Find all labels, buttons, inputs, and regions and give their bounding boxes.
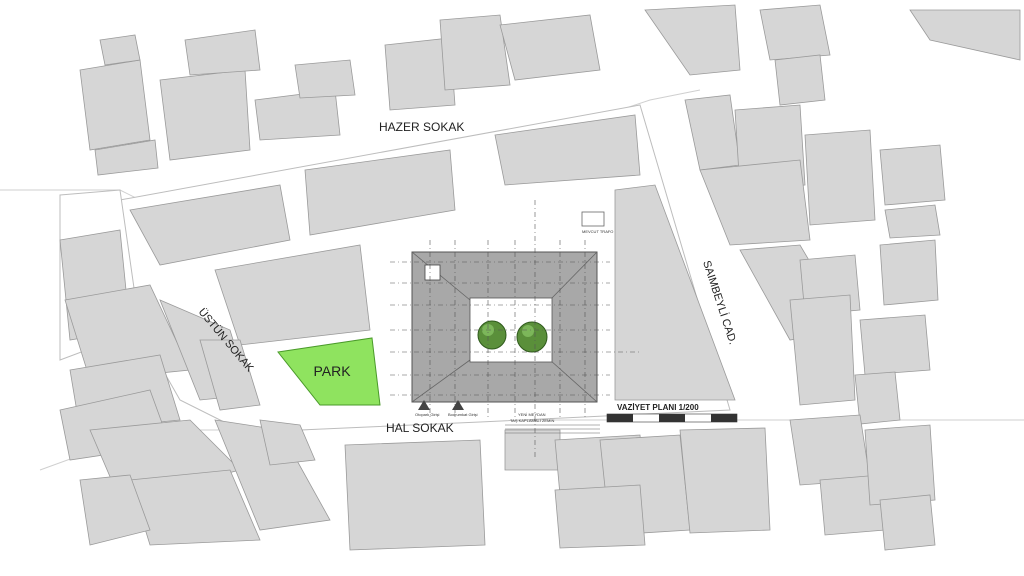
steps xyxy=(505,424,600,434)
tree-icon xyxy=(516,321,548,353)
park: PARK xyxy=(277,337,381,406)
square-note: YENİ MEYDAN xyxy=(518,412,546,417)
tree-icon xyxy=(477,320,507,350)
main-building xyxy=(411,251,598,403)
park-label: PARK xyxy=(313,363,351,379)
entry-marker-icon xyxy=(452,400,464,410)
buildings xyxy=(59,4,1021,551)
street-label-north: HAZER SOKAK xyxy=(379,120,464,134)
paving-note: TAŞ KAPLAMALI ZEMİN xyxy=(510,418,554,423)
scale-bar xyxy=(606,413,738,423)
plan-title: VAZİYET PLANI 1/200 xyxy=(617,403,699,412)
street-label-south: HAL SOKAK xyxy=(386,421,454,435)
entry-note-1: Otopark Girişi xyxy=(415,412,440,417)
trafo-note: MEVCUT TRAFO xyxy=(582,229,613,234)
structural-grid xyxy=(390,200,640,460)
entry-note-2: Bodrumkat Girişi xyxy=(448,412,478,417)
trafo-box xyxy=(581,211,605,227)
entry-marker-icon xyxy=(418,400,430,410)
